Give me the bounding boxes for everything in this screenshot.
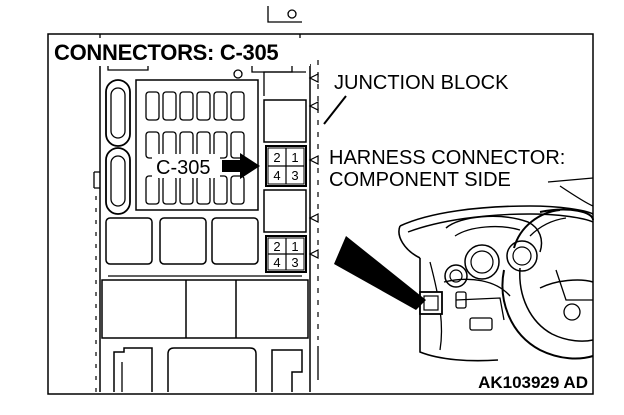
title-backing <box>52 38 310 66</box>
fuse-row-top <box>145 91 245 121</box>
pin-label: 4 <box>273 168 280 183</box>
figure-code: AK103929 AD <box>478 373 588 392</box>
pin-label: 2 <box>273 150 280 165</box>
figure-frame <box>47 33 594 395</box>
junction-block-label: JUNCTION BLOCK <box>334 72 509 94</box>
pin-label: 3 <box>291 168 298 183</box>
callout-backing <box>152 154 220 178</box>
dashboard-illustration <box>398 177 594 362</box>
pin-label: 3 <box>291 255 298 270</box>
connector-callout: C-305 <box>156 157 210 179</box>
fuse-row-middle <box>145 131 245 159</box>
connector-c305: 2 1 4 3 <box>265 145 307 187</box>
leader-line <box>323 95 347 125</box>
connector-secondary: 2 1 4 3 <box>265 235 307 273</box>
pin-label: 2 <box>273 239 280 254</box>
pin-label: 1 <box>291 239 298 254</box>
pointer-wedge <box>334 236 426 310</box>
harness-label-line1: HARNESS CONNECTOR: <box>329 147 565 169</box>
pin-label: 4 <box>273 255 280 270</box>
connector-location-marker <box>419 291 443 315</box>
harness-label-line2: COMPONENT SIDE <box>329 169 511 191</box>
terminal-markers <box>308 73 319 259</box>
pin-label: 1 <box>291 150 298 165</box>
arrow-icon <box>222 153 260 179</box>
diagram-title: CONNECTORS: C-305 <box>54 40 278 65</box>
